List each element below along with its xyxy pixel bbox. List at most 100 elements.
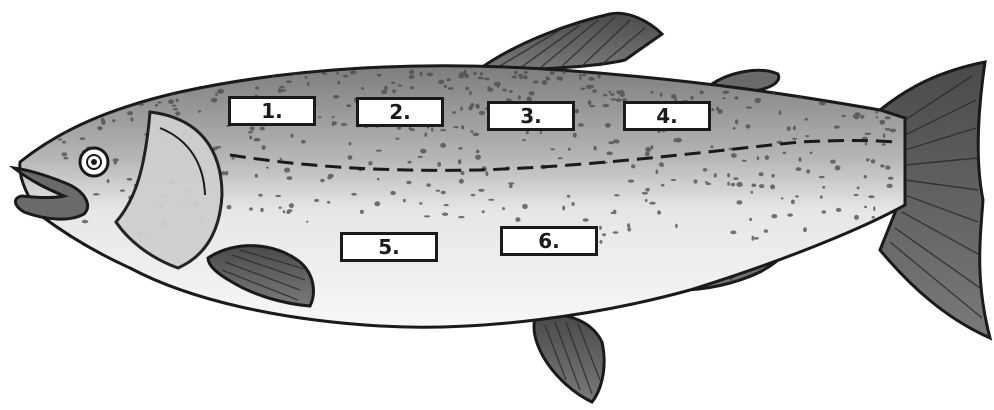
- body-spot: [805, 135, 809, 137]
- body-spot: [860, 115, 864, 119]
- body-spot: [231, 157, 234, 159]
- body-spot: [120, 189, 125, 191]
- body-spot: [736, 182, 742, 187]
- label-box-2: 2.: [356, 97, 444, 127]
- body-spot: [452, 111, 456, 113]
- label-4-text: 4.: [656, 104, 678, 128]
- body-spot: [588, 100, 592, 105]
- body-spot: [723, 91, 729, 94]
- body-spot: [73, 101, 78, 104]
- body-spot: [700, 91, 704, 95]
- body-spot: [262, 145, 266, 150]
- body-spot: [731, 183, 735, 186]
- body-spot: [645, 188, 649, 192]
- body-spot: [470, 103, 474, 107]
- body-spot: [588, 85, 594, 88]
- body-spot: [209, 70, 211, 74]
- body-spot: [885, 165, 890, 169]
- body-spot: [518, 95, 521, 99]
- body-spot: [871, 159, 876, 163]
- body-spot: [882, 143, 886, 146]
- body-spot: [589, 105, 595, 107]
- body-spot: [374, 201, 380, 206]
- body-spot: [266, 167, 269, 169]
- body-spot: [723, 97, 726, 99]
- body-spot: [279, 207, 282, 209]
- body-spot: [837, 92, 840, 96]
- body-spot: [890, 129, 897, 133]
- body-spot: [598, 74, 601, 78]
- body-spot: [875, 111, 878, 114]
- body-spot: [67, 118, 72, 120]
- body-spot: [301, 140, 306, 144]
- body-spot: [442, 213, 448, 216]
- body-spot: [197, 69, 203, 74]
- body-spot: [477, 77, 483, 80]
- body-spot: [78, 118, 83, 121]
- body-spot: [603, 104, 610, 107]
- body-spot: [395, 138, 399, 140]
- body-spot: [873, 206, 875, 211]
- body-spot: [803, 227, 807, 232]
- body-spot: [515, 217, 520, 222]
- body-spot: [475, 155, 481, 160]
- body-spot: [645, 152, 650, 157]
- body-spot: [842, 115, 846, 117]
- body-spot: [886, 184, 892, 188]
- body-spot: [872, 216, 875, 219]
- body-spot: [714, 173, 717, 177]
- body-spot: [127, 178, 133, 181]
- body-spot: [519, 75, 522, 80]
- body-spot: [600, 240, 603, 244]
- body-spot: [409, 70, 414, 75]
- body-spot: [770, 184, 775, 189]
- body-spot: [533, 80, 539, 83]
- body-spot: [836, 92, 841, 95]
- body-spot: [557, 76, 561, 80]
- body-spot: [61, 152, 67, 156]
- body-spot: [727, 182, 730, 186]
- body-spot: [791, 200, 795, 205]
- body-spot: [734, 96, 738, 99]
- body-spot: [765, 155, 770, 160]
- body-spot: [746, 106, 753, 108]
- body-spot: [480, 72, 483, 75]
- body-spot: [63, 157, 68, 160]
- body-spot: [865, 142, 868, 145]
- body-spot: [417, 156, 423, 158]
- body-spot: [694, 179, 698, 183]
- body-spot: [74, 114, 79, 116]
- body-spot: [200, 72, 203, 74]
- body-spot: [360, 210, 364, 214]
- body-spot: [461, 171, 465, 175]
- body-spot: [550, 70, 555, 75]
- body-spot: [599, 226, 602, 230]
- body-spot: [341, 123, 348, 126]
- body-spot: [572, 202, 575, 206]
- body-spot: [275, 195, 281, 197]
- body-spot: [821, 210, 826, 214]
- body-spot: [249, 136, 252, 140]
- body-spot: [796, 167, 802, 171]
- body-spot: [487, 86, 490, 88]
- body-spot: [611, 98, 616, 101]
- body-spot: [502, 207, 505, 210]
- body-spot: [522, 204, 528, 209]
- body-spot: [305, 76, 308, 79]
- body-spot: [866, 158, 870, 161]
- body-spot: [611, 212, 614, 214]
- body-spot: [526, 131, 529, 134]
- body-spot: [523, 75, 528, 79]
- body-spot: [424, 133, 427, 137]
- body-spot: [755, 98, 762, 103]
- body-spot: [407, 161, 411, 164]
- body-spot: [703, 168, 708, 172]
- body-spot: [822, 186, 825, 189]
- body-spot: [829, 91, 833, 94]
- body-spot: [482, 210, 485, 213]
- body-spot: [336, 70, 339, 74]
- body-spot: [614, 194, 620, 196]
- body-spot: [787, 213, 793, 216]
- body-spot: [351, 193, 357, 196]
- body-spot: [871, 98, 876, 101]
